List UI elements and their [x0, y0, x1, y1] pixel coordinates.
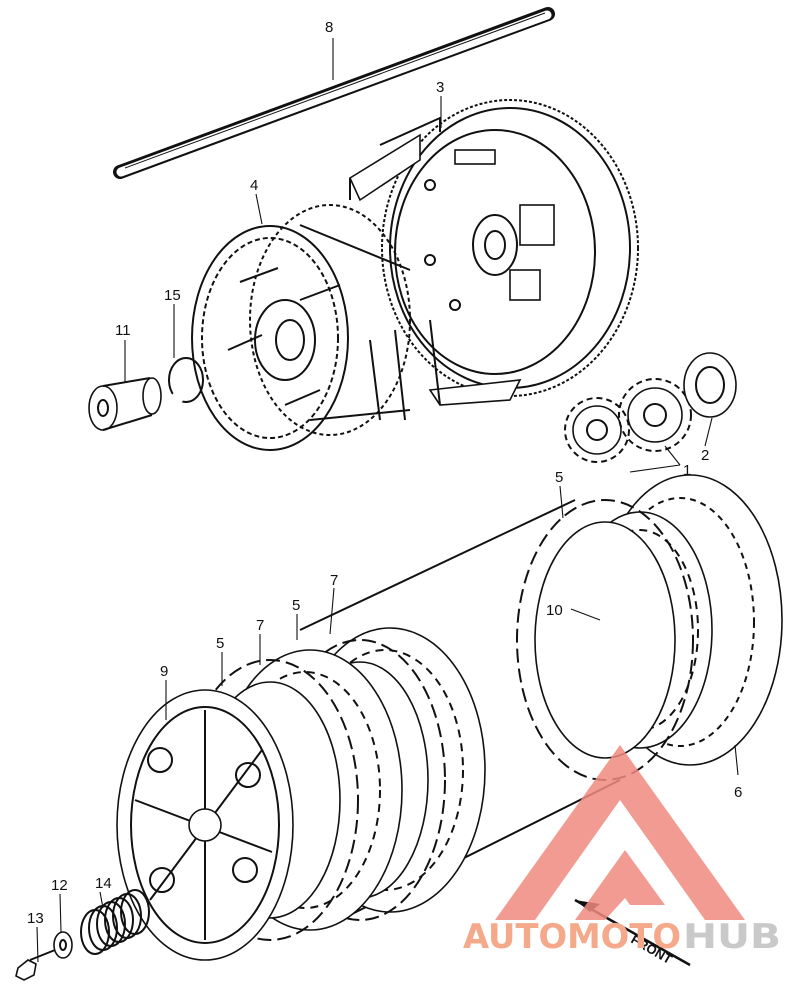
- callout-5-front: 5: [216, 635, 224, 652]
- callout-10: 10: [546, 602, 563, 619]
- watermark-text-hub: HUB: [683, 917, 781, 957]
- collar-part: [88, 377, 162, 431]
- leader-lines: [36, 38, 739, 963]
- callout-7-rear: 7: [330, 572, 338, 589]
- watermark-text-automoto: AUTOMOTO: [463, 917, 681, 957]
- circlip-part: [168, 357, 204, 405]
- callout-1: 1: [683, 462, 691, 479]
- callout-3: 3: [436, 79, 444, 96]
- callout-5-rear: 5: [555, 469, 563, 486]
- washer-part: [53, 931, 73, 959]
- callout-7-front: 7: [256, 617, 264, 634]
- callout-13: 12: [51, 877, 68, 894]
- callout-5-middle: 5: [292, 597, 300, 614]
- watermark-text: AUTOMOTO HUB: [463, 917, 781, 957]
- primary-gear-part: [564, 378, 692, 463]
- callout-12: 8: [325, 19, 333, 36]
- callout-8: 9: [160, 663, 168, 680]
- clutch-center-part: [191, 204, 411, 451]
- pressure-plate-part: [116, 689, 294, 961]
- bolt-part: [15, 949, 56, 981]
- watermark-logo: [495, 745, 745, 920]
- callout-9: 14: [95, 875, 112, 892]
- clutch-outer-part: [348, 99, 639, 421]
- thrust-washer-part: [683, 352, 737, 418]
- callout-14: 13: [27, 910, 44, 927]
- callout-6: 6: [734, 784, 742, 801]
- callout-11: 11: [115, 322, 131, 339]
- watermark-triangle-mark: [495, 745, 745, 920]
- callout-4: 4: [250, 177, 258, 194]
- callout-2: 2: [701, 447, 709, 464]
- callout-labels: 8 3 4 15 11 1 2 5 10 6 7 5 7 5 9 14 12 1…: [27, 19, 742, 927]
- callout-15: 15: [164, 287, 181, 304]
- push-rod-part: [113, 7, 555, 179]
